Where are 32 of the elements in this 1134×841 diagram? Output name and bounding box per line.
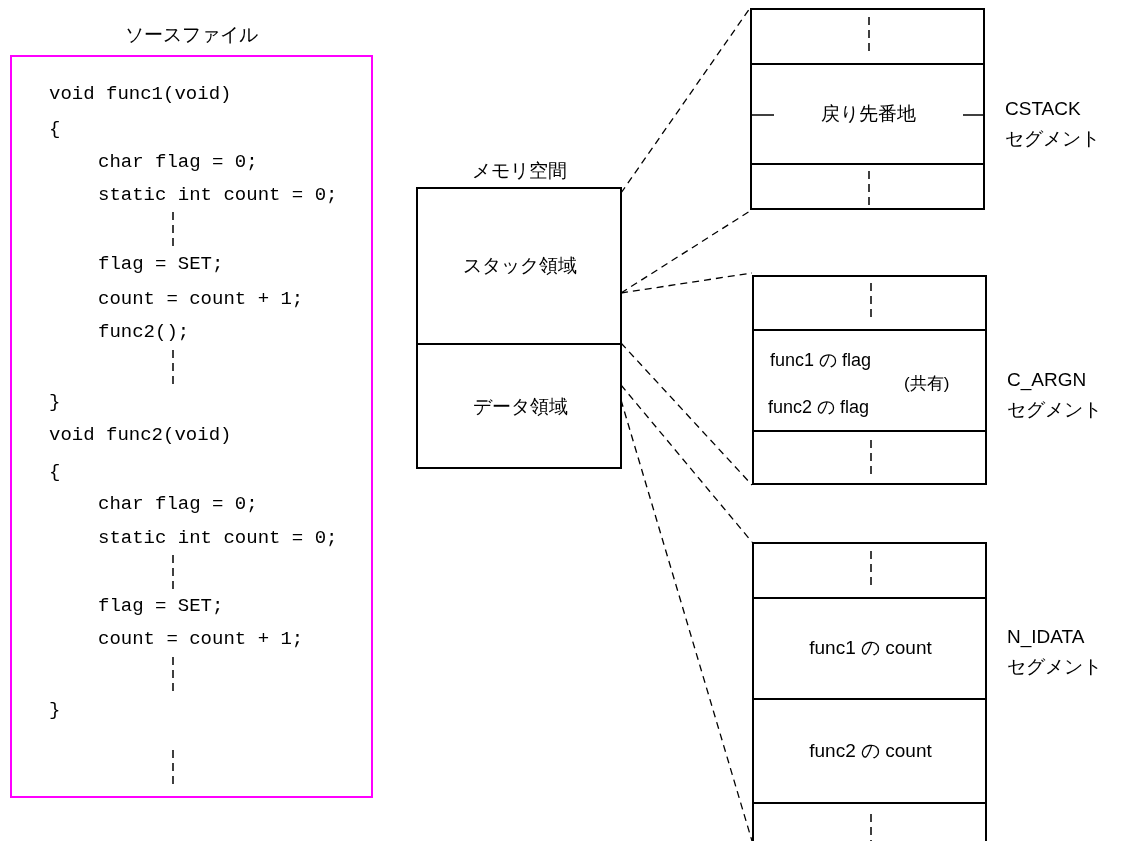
segment-label: C_ARGN セグメント <box>1007 368 1103 422</box>
code-line: } <box>49 699 61 721</box>
code-line: static int count = 0; <box>98 527 338 549</box>
cell-label: スタック領域 <box>463 253 577 278</box>
cell-label: データ領域 <box>472 394 568 419</box>
code-line: void func1(void) <box>49 83 232 105</box>
code-line: flag = SET; <box>98 253 224 275</box>
code-line: { <box>49 461 61 483</box>
code-line: } <box>49 391 61 413</box>
code-line: func2(); <box>98 321 190 343</box>
cell-label: func1 の count <box>809 636 932 661</box>
zoom-guide-line <box>620 210 751 294</box>
cell-label: func2 の flag <box>768 396 870 419</box>
box-title: メモリ空間 <box>470 159 568 183</box>
cell-label: func1 の flag <box>770 349 872 372</box>
code-line: void func2(void) <box>49 424 232 446</box>
cell-label: func2 の count <box>809 738 932 763</box>
code-line: flag = SET; <box>98 595 224 617</box>
code-line: count = count + 1; <box>98 628 304 650</box>
code-line: count = count + 1; <box>98 288 304 310</box>
zoom-guide-line <box>620 7 751 194</box>
code-line: static int count = 0; <box>98 184 338 206</box>
zoom-guide-line <box>620 342 753 486</box>
code-line: char flag = 0; <box>98 493 258 515</box>
cell-label: 戻り先番地 <box>821 101 916 126</box>
code-line: char flag = 0; <box>98 151 258 173</box>
panel-title: ソースファイル <box>124 23 259 47</box>
segment-label: N_IDATA セグメント <box>1007 625 1103 679</box>
segment-label: CSTACK セグメント <box>1005 97 1101 151</box>
zoom-guide-line <box>620 272 753 294</box>
cell-label: (共有) <box>904 373 950 395</box>
code-line: { <box>49 118 61 140</box>
